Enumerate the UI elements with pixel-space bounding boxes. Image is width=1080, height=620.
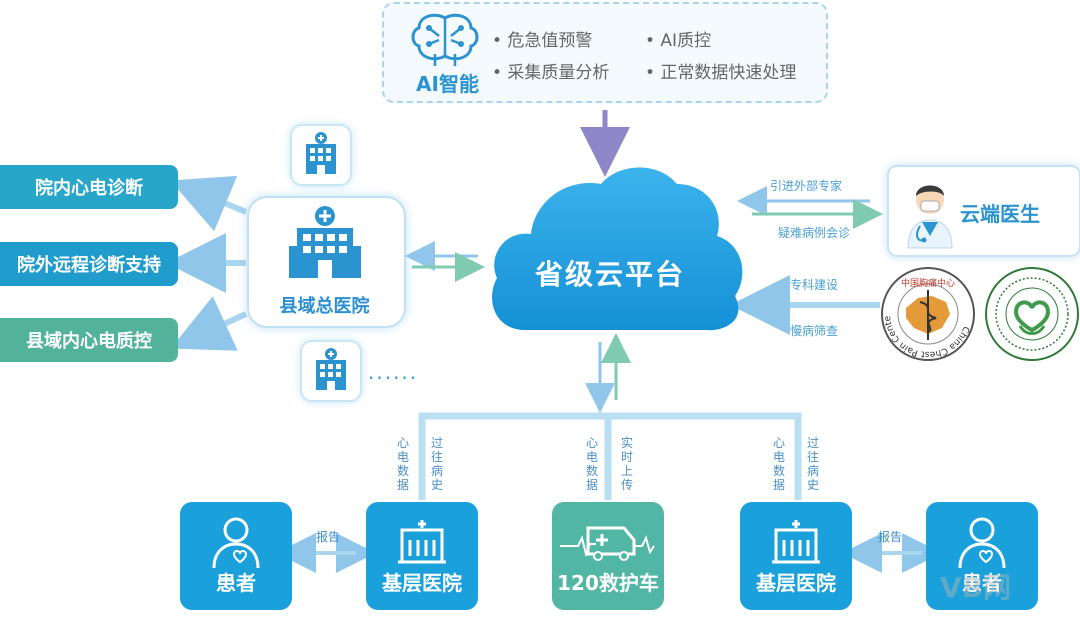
label-specialty-building: 专科建设 <box>790 278 839 292</box>
clinic-icon <box>772 520 820 564</box>
service-remote-diagnosis: 院外远程诊断支持 <box>0 242 178 286</box>
patient-left-tile: 患者 <box>180 502 292 610</box>
report-right-label: 报告 <box>878 530 903 544</box>
arrow-to-service-1 <box>170 175 248 232</box>
county-hospital-label: 县域总医院 <box>279 296 370 317</box>
patient-right-tile: 患者 <box>926 502 1038 610</box>
arrow-to-service-3 <box>170 296 248 351</box>
doctor-icon <box>907 185 953 249</box>
ambulance-icon <box>560 526 655 561</box>
vlabel-history-right: 过往病史 <box>806 436 819 492</box>
vlabel-history-left: 过往病史 <box>430 436 443 492</box>
grassroots-hospital-left-tile: 基层医院 <box>366 502 478 610</box>
brain-icon <box>411 13 479 66</box>
report-left-label: 报告 <box>316 530 341 544</box>
small-hospital-bottom <box>300 340 362 402</box>
county-hospital-icon <box>289 206 361 278</box>
patient-icon <box>212 517 260 569</box>
patient-icon <box>958 517 1006 569</box>
ai-item-acquisition-analysis: • 采集质量分析 <box>492 63 610 83</box>
ai-panel <box>382 2 828 103</box>
label-external-experts: 引进外部专家 <box>770 179 843 193</box>
vlabel-ecg-data-mid: 心电数据 <box>585 436 598 492</box>
vlabel-ecg-data-left: 心电数据 <box>396 436 409 492</box>
service-county-qc: 县域内心电质控 <box>0 318 178 362</box>
service-inhospital-ecg: 院内心电诊断 <box>0 165 178 209</box>
small-hospital-top <box>290 124 352 186</box>
vlabel-ecg-data-right: 心电数据 <box>772 436 785 492</box>
grassroots-hospital-left-label: 基层医院 <box>382 571 462 595</box>
vlabel-realtime-upload: 实时上传 <box>620 436 633 492</box>
chest-pain-center-seal: China Chest Pain Center 中国胸痛中心 <box>880 266 975 361</box>
grassroots-hospital-right-tile: 基层医院 <box>740 502 852 610</box>
ambulance-label: 120救护车 <box>557 571 659 595</box>
chest-pain-center-cn: 中国胸痛中心 <box>901 277 955 289</box>
watermark: VB网 <box>940 571 1012 604</box>
chronic-disease-center-seal <box>985 267 1079 361</box>
more-hospitals-ellipsis: ...... <box>368 360 419 384</box>
ambulance-tile: 120救护车 <box>552 502 664 610</box>
hospital-icon <box>316 348 346 390</box>
ai-item-fast-processing: • 正常数据快速处理 <box>645 63 797 83</box>
grassroots-hospital-right-label: 基层医院 <box>756 571 836 595</box>
cloud-platform-label: 省级云平台 <box>534 258 685 291</box>
label-difficult-cases: 疑难病例会诊 <box>778 226 851 240</box>
patient-right-label: 患者 <box>962 571 1002 595</box>
ai-title: AI智能 <box>416 72 479 96</box>
patient-left-label: 患者 <box>216 571 256 595</box>
ai-item-quality-control: • AI质控 <box>645 31 712 51</box>
hospital-icon <box>306 132 336 174</box>
label-chronic-screening: 慢病筛查 <box>790 324 839 338</box>
cloud-doctor-label: 云端医生 <box>960 202 1040 226</box>
ai-item-critical-alert: • 危急值预警 <box>492 31 593 51</box>
cloud-shape <box>492 167 743 331</box>
clinic-icon <box>398 520 446 564</box>
